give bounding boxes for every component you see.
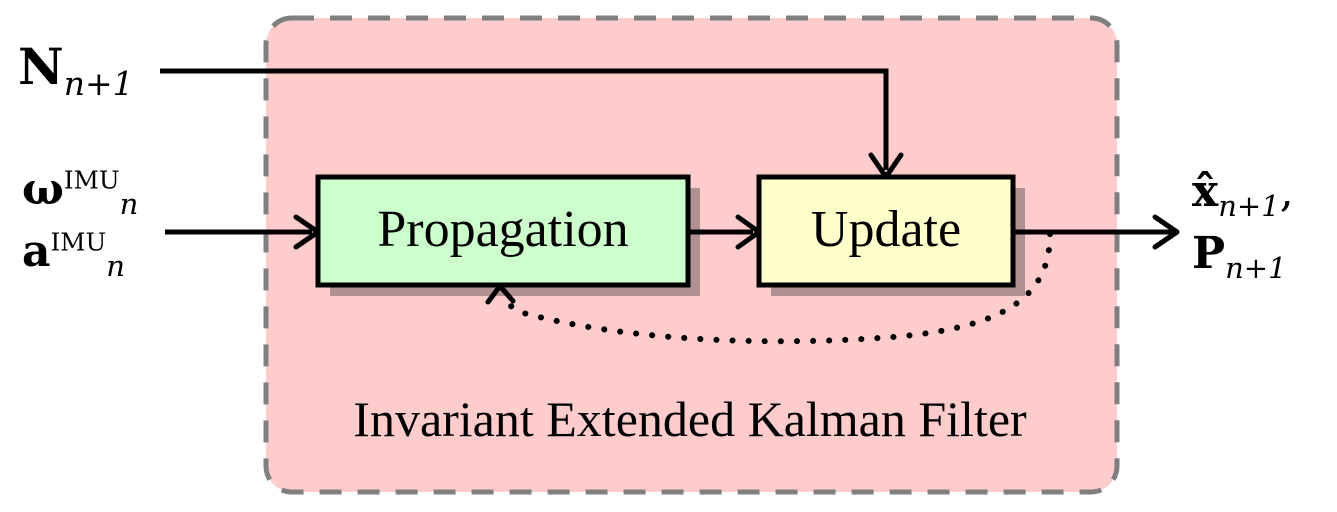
input-label-imu: ωIMUn aIMUn (22, 168, 138, 292)
measurement-symbol: N (18, 37, 64, 96)
filter-container-caption: Invariant Extended Kalman Filter (353, 391, 1027, 447)
feedback-dotted-path (485, 231, 1053, 345)
update-block[interactable] (756, 174, 1016, 288)
measurement-subscript: n+1 (63, 64, 134, 103)
imu-acceleration: aIMUn (22, 226, 125, 283)
propagation-to-update-arrow (688, 214, 762, 250)
output-label-state: x̂n+1, Pn+1 (1192, 170, 1294, 294)
update-to-output-arrow (1013, 214, 1180, 250)
output-state-estimate: x̂n+1, (1192, 166, 1294, 223)
update-block-label: Update (810, 201, 962, 258)
measurement-to-update-arrow (160, 68, 904, 180)
propagation-block-label: Propagation (377, 201, 629, 258)
output-covariance: Pn+1 (1192, 228, 1287, 285)
imu-to-propagation-arrow (165, 214, 321, 250)
imu-angular-velocity: ωIMUn (22, 164, 139, 221)
input-label-measurement: Nn+1 (18, 42, 134, 101)
